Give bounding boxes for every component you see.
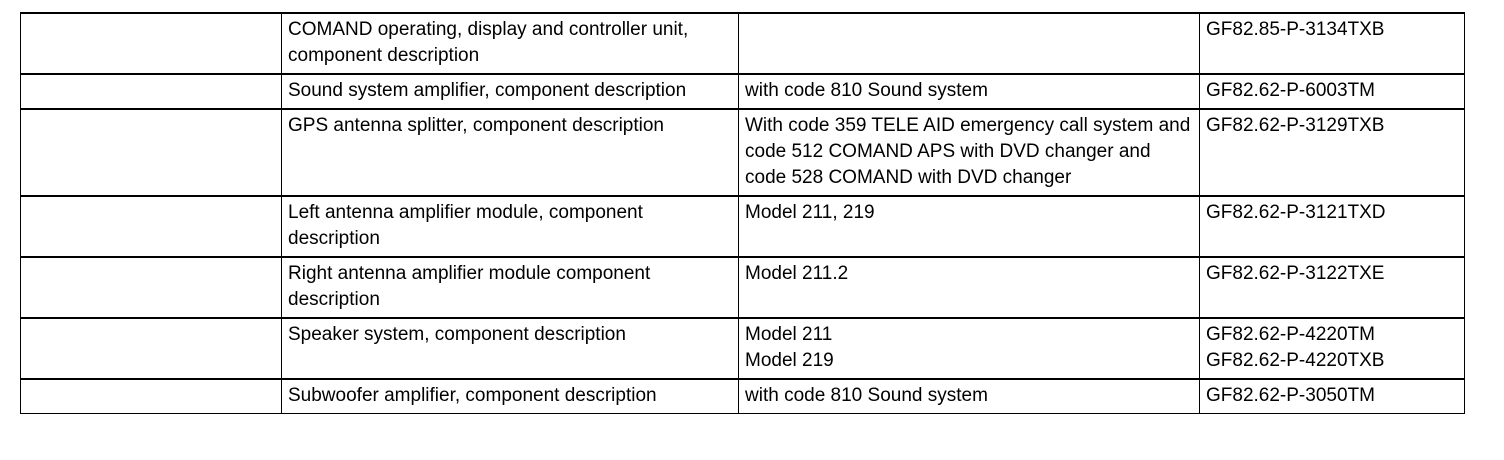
condition-text: Model 211.2 bbox=[745, 263, 849, 284]
condition-text: Model 211 bbox=[745, 324, 833, 345]
reference-cell: GF82.62-P-4220TM GF82.62-P-4220TXB bbox=[1199, 317, 1465, 380]
reference-link[interactable]: GF82.62-P-3050TM bbox=[1206, 385, 1375, 406]
reference-link[interactable]: GF82.62-P-6003TM bbox=[1206, 80, 1375, 101]
condition-cell: with code 810 Sound system bbox=[738, 378, 1200, 414]
reference-link[interactable]: GF82.85-P-3134TXB bbox=[1206, 19, 1385, 40]
reference-link[interactable]: GF82.62-P-4220TXB bbox=[1206, 350, 1385, 371]
description-cell: GPS antenna splitter, component descript… bbox=[281, 108, 739, 197]
reference-cell: GF82.62-P-3122TXE bbox=[1199, 256, 1465, 319]
reference-cell: GF82.62-P-3121TXD bbox=[1199, 195, 1465, 258]
table-row: Speaker system, component description Mo… bbox=[20, 317, 1465, 380]
table-row: Right antenna amplifier module component… bbox=[20, 256, 1465, 319]
description-cell: Right antenna amplifier module component… bbox=[281, 256, 739, 319]
reference-cell: GF82.62-P-6003TM bbox=[1199, 73, 1465, 110]
empty-cell bbox=[20, 12, 282, 75]
reference-link[interactable]: GF82.62-P-3122TXE bbox=[1206, 263, 1385, 284]
table-body: COMAND operating, display and controller… bbox=[20, 12, 1465, 414]
condition-text: Model 219 bbox=[745, 350, 834, 371]
empty-cell bbox=[20, 195, 282, 258]
reference-link[interactable]: GF82.62-P-3129TXB bbox=[1206, 115, 1385, 136]
condition-cell: Model 211.2 bbox=[738, 256, 1200, 319]
empty-cell bbox=[20, 378, 282, 414]
description-cell: Left antenna amplifier module, component… bbox=[281, 195, 739, 258]
condition-cell: With code 359 TELE AID emergency call sy… bbox=[738, 108, 1200, 197]
condition-cell: with code 810 Sound system bbox=[738, 73, 1200, 110]
reference-cell: GF82.62-P-3050TM bbox=[1199, 378, 1465, 414]
description-cell: Speaker system, component description bbox=[281, 317, 739, 380]
table-row: Subwoofer amplifier, component descripti… bbox=[20, 378, 1465, 414]
condition-text: with code 810 Sound system bbox=[745, 385, 988, 406]
table-row: Sound system amplifier, component descri… bbox=[20, 73, 1465, 110]
reference-cell: GF82.85-P-3134TXB bbox=[1199, 12, 1465, 75]
description-cell: Subwoofer amplifier, component descripti… bbox=[281, 378, 739, 414]
condition-text: With code 359 TELE AID emergency call sy… bbox=[745, 115, 1191, 188]
description-cell: COMAND operating, display and controller… bbox=[281, 12, 739, 75]
description-cell: Sound system amplifier, component descri… bbox=[281, 73, 739, 110]
table-row: COMAND operating, display and controller… bbox=[20, 12, 1465, 75]
empty-cell bbox=[20, 256, 282, 319]
condition-cell: Model 211, 219 bbox=[738, 195, 1200, 258]
reference-cell: GF82.62-P-3129TXB bbox=[1199, 108, 1465, 197]
empty-cell bbox=[20, 108, 282, 197]
reference-link[interactable]: GF82.62-P-4220TM bbox=[1206, 324, 1375, 345]
empty-cell bbox=[20, 317, 282, 380]
condition-cell bbox=[738, 12, 1200, 75]
empty-cell bbox=[20, 73, 282, 110]
condition-text: Model 211, 219 bbox=[745, 202, 875, 223]
table-row: Left antenna amplifier module, component… bbox=[20, 195, 1465, 258]
reference-link[interactable]: GF82.62-P-3121TXD bbox=[1206, 202, 1386, 223]
condition-cell: Model 211 Model 219 bbox=[738, 317, 1200, 380]
table-row: GPS antenna splitter, component descript… bbox=[20, 108, 1465, 197]
condition-text: with code 810 Sound system bbox=[745, 80, 988, 101]
component-table: COMAND operating, display and controller… bbox=[20, 12, 1465, 414]
